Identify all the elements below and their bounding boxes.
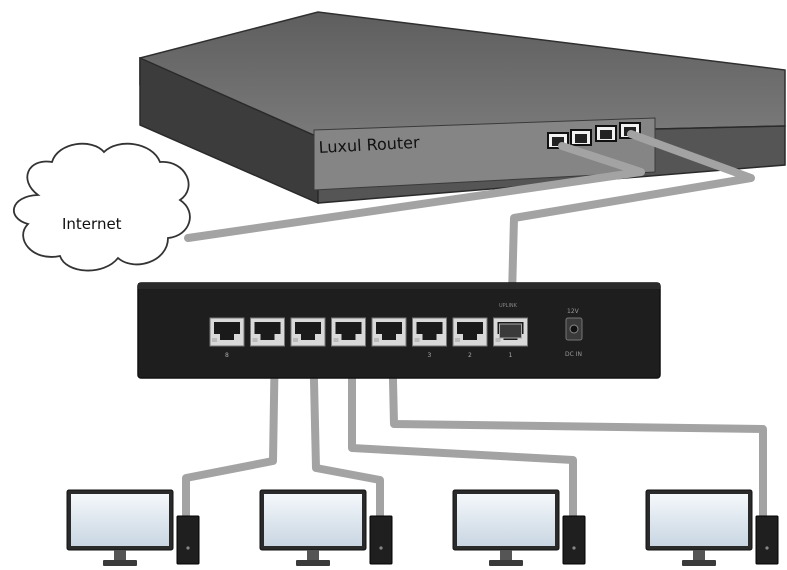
switch-port-socket bbox=[335, 322, 362, 340]
network-switch: 8 3 2 1 UPLINK 12V DC IN bbox=[137, 282, 661, 379]
monitor-screen bbox=[650, 494, 748, 546]
monitor-stand bbox=[682, 560, 716, 566]
router-front-panel bbox=[313, 117, 656, 191]
switch-top-edge bbox=[138, 283, 660, 289]
switch-port-led bbox=[374, 338, 379, 342]
switch-port-led bbox=[495, 338, 501, 342]
uplink-plug bbox=[499, 323, 522, 339]
pc-power-led bbox=[572, 546, 576, 550]
power-label-bottom: DC IN bbox=[565, 351, 582, 358]
power-connector: 12V DC IN bbox=[565, 308, 583, 358]
switch-port-socket bbox=[214, 322, 240, 340]
computer bbox=[645, 489, 779, 566]
switch-port bbox=[371, 317, 407, 347]
switch-port-group: 8 3 2 1 bbox=[209, 317, 528, 359]
pc-tower bbox=[176, 515, 200, 565]
switch-port-socket bbox=[416, 322, 443, 340]
monitor-neck bbox=[693, 550, 705, 560]
switch-port bbox=[250, 317, 285, 347]
switch-port: 3 bbox=[412, 317, 447, 359]
switch-port bbox=[331, 317, 366, 347]
monitor-stand bbox=[489, 560, 523, 566]
switch-port-led bbox=[252, 338, 258, 342]
monitor-stand bbox=[296, 560, 330, 566]
switch-port-number: 8 bbox=[225, 352, 229, 359]
switch-port-socket bbox=[376, 322, 402, 340]
switch-port-led bbox=[333, 338, 339, 342]
switch-port-number: 2 bbox=[468, 352, 472, 359]
monitor-screen bbox=[457, 494, 555, 546]
switch-port-number: 1 bbox=[509, 352, 513, 359]
switch-port-led bbox=[414, 338, 420, 342]
cable-router-to-internet bbox=[184, 142, 645, 242]
cloud-label: Internet bbox=[62, 215, 122, 233]
cable-switch-to-pc4 bbox=[388, 333, 767, 526]
switch-port-socket bbox=[254, 322, 281, 340]
computer bbox=[66, 489, 200, 566]
monitor-neck bbox=[114, 550, 126, 560]
monitor-screen bbox=[71, 494, 169, 546]
pc-power-led bbox=[765, 546, 769, 550]
computer bbox=[259, 489, 393, 566]
pc-power-led bbox=[379, 546, 383, 550]
router: Luxul Router bbox=[139, 11, 786, 205]
monitor-neck bbox=[307, 550, 319, 560]
switch-port-led bbox=[212, 338, 217, 342]
power-label: 12V bbox=[567, 308, 580, 315]
switch-port: 2 bbox=[452, 317, 488, 359]
power-jack-hole bbox=[569, 324, 579, 334]
internet-cloud: Internet bbox=[13, 142, 191, 272]
cloud-shape bbox=[13, 142, 191, 272]
cable-switch-to-pc3 bbox=[348, 333, 577, 526]
switch-port-socket bbox=[295, 322, 321, 340]
switch-port: 8 bbox=[209, 317, 245, 359]
pc-power-led bbox=[186, 546, 190, 550]
switch-port-led bbox=[293, 338, 298, 342]
switch-port-number: 3 bbox=[428, 352, 432, 359]
cable-router-to-switch bbox=[507, 130, 755, 338]
monitor-stand bbox=[103, 560, 137, 566]
computers bbox=[66, 489, 779, 566]
cable-switch-to-pc2 bbox=[309, 333, 384, 527]
switch-port-led bbox=[455, 338, 460, 342]
cable-switch-to-pc1 bbox=[182, 333, 279, 526]
monitor-screen bbox=[264, 494, 362, 546]
router-port-group bbox=[547, 122, 641, 149]
switch-port-socket bbox=[457, 322, 483, 340]
pc-tower bbox=[369, 515, 393, 565]
cables bbox=[182, 130, 767, 527]
pc-tower bbox=[562, 515, 586, 565]
switch-port bbox=[290, 317, 326, 347]
computer bbox=[452, 489, 586, 566]
uplink-label: UPLINK bbox=[499, 303, 518, 309]
monitor-neck bbox=[500, 550, 512, 560]
pc-tower bbox=[755, 515, 779, 565]
